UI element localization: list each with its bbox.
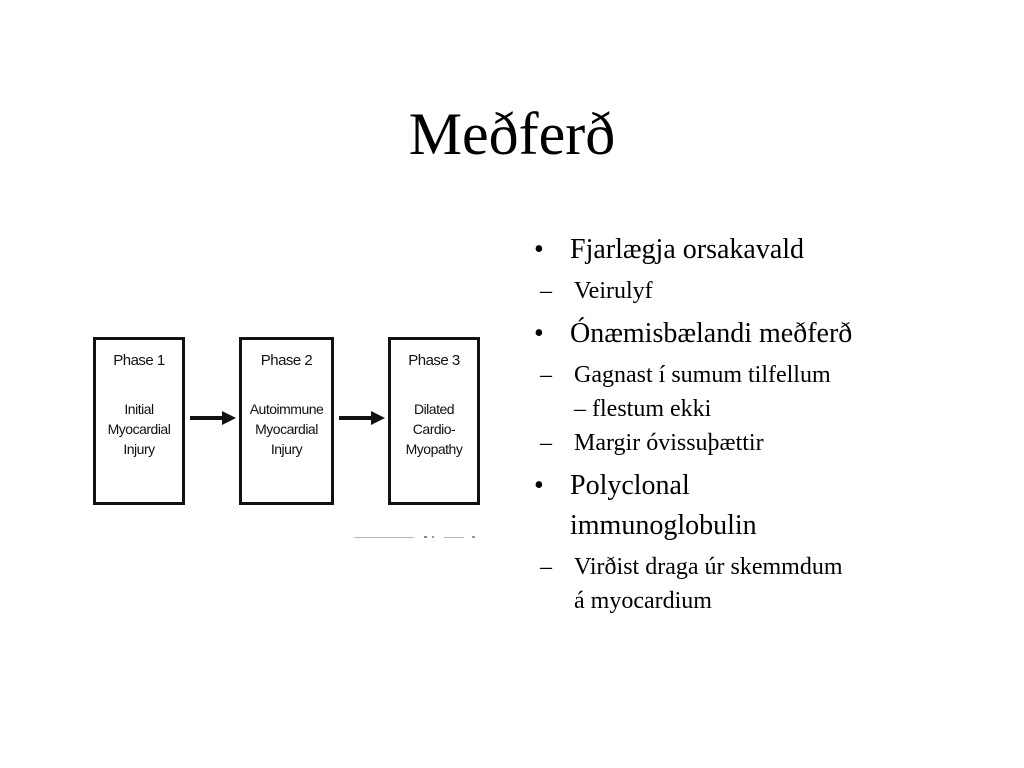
sub-item-text: Gagnast í sumum tilfellum – flestum ekki — [574, 362, 831, 422]
sub-item-text: Margir óvissuþættir — [574, 430, 764, 456]
sub-item-text: Veirulyf — [574, 278, 653, 304]
sub-item-2-2: – Margir óvissuþættir — [528, 426, 988, 460]
bullet-item-2: • Ónæmisbælandi meðferð — [528, 314, 988, 354]
sub-item-text: Virðist draga úr skemmdum á myocardium — [574, 554, 843, 614]
phase-2-name: Phase 2 — [260, 352, 313, 369]
bullet-item-3: • Polyclonal immunoglobulin — [528, 466, 988, 546]
bullet-item-1: • Fjarlægja orsakavald — [528, 230, 988, 270]
phase-1-name: Phase 1 — [113, 352, 165, 369]
phase-3-description: Dilated Cardio- Myopathy — [405, 401, 463, 457]
bullet-text: Ónæmisbælandi meðferð — [570, 318, 853, 349]
bullet-icon: • — [534, 318, 544, 349]
bullet-content: • Fjarlægja orsakavald – Veirulyf • Ónæm… — [528, 230, 988, 624]
dash-icon: – — [540, 362, 552, 388]
bullet-text: Fjarlægja orsakavald — [570, 234, 805, 265]
slide-title: Meðferð — [408, 101, 616, 167]
phase-2-description: Autoimmune Myocardial Injury — [249, 401, 324, 457]
phase-box-1: Phase 1 Initial Myocardial Injury — [93, 337, 185, 505]
sub-item-2-1: – Gagnast í sumum tilfellum – flestum ek… — [528, 358, 988, 426]
bullet-text: Polyclonal immunoglobulin — [570, 470, 757, 541]
phase-diagram: Phase 1 Initial Myocardial Injury Phase … — [86, 330, 486, 545]
sub-item-1-1: – Veirulyf — [528, 274, 988, 308]
arrow-right-icon — [190, 411, 236, 425]
scan-artifact — [354, 536, 475, 538]
sub-list-3: – Virðist draga úr skemmdum á myocardium — [528, 550, 988, 618]
dash-icon: – — [540, 430, 552, 456]
sub-item-3-1: – Virðist draga úr skemmdum á myocardium — [528, 550, 988, 618]
phase-3-name: Phase 3 — [408, 352, 460, 369]
bullet-list: • Fjarlægja orsakavald – Veirulyf • Ónæm… — [528, 230, 988, 618]
bullet-icon: • — [534, 234, 544, 265]
phase-box-3: Phase 3 Dilated Cardio- Myopathy — [388, 337, 480, 505]
bullet-icon: • — [534, 470, 544, 501]
sub-list-1: – Veirulyf — [528, 274, 988, 308]
arrow-right-icon — [339, 411, 385, 425]
dash-icon: – — [540, 554, 552, 580]
phase-1-description: Initial Myocardial Injury — [107, 401, 171, 457]
sub-list-2: – Gagnast í sumum tilfellum – flestum ek… — [528, 358, 988, 460]
dash-icon: – — [540, 278, 552, 304]
phase-box-2: Phase 2 Autoimmune Myocardial Injury — [239, 337, 334, 505]
